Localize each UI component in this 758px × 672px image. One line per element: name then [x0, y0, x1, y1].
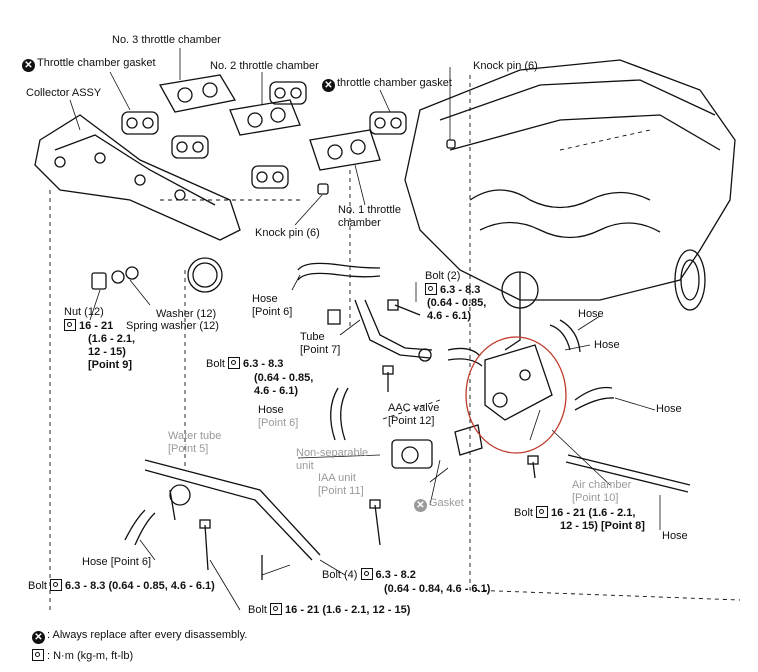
- label-tube: Tube [Point 7]: [300, 331, 341, 356]
- label-hose-point6-mid: Hose [Point 6]: [258, 404, 299, 429]
- label-bolt-right: Bolt 16 - 21 (1.6 - 2.1,: [514, 506, 636, 519]
- label-iaa-unit: IAA unit [Point 11]: [318, 472, 364, 497]
- label-aac-valve: AAC valve [Point 12]: [388, 402, 440, 427]
- label-non-separable: Non-separable unit: [296, 447, 369, 472]
- label-bolt4: Bolt (4) 6.3 - 8.2: [322, 568, 416, 581]
- replace-x-icon: ✕: [32, 631, 45, 644]
- label-throttle-gasket-right: ✕throttle chamber gasket: [322, 77, 452, 92]
- label-throttle-gasket-left: ✕Throttle chamber gasket: [22, 57, 156, 72]
- label-water-tube: Water tube [Point 5]: [168, 430, 222, 455]
- label-hose-point6-top: Hose [Point 6]: [252, 293, 293, 318]
- air-chamber-shape: [484, 344, 553, 421]
- label-knock-pin-mid: Knock pin (6): [255, 227, 320, 239]
- throttle-chambers: [158, 74, 381, 171]
- label-bolt-mid-values: (0.64 - 0.85, 4.6 - 6.1): [254, 372, 314, 397]
- label-hose-right-top: Hose: [578, 308, 604, 320]
- wrench-torque-icon: [50, 579, 63, 591]
- label-bolt-mid: Bolt 6.3 - 8.3: [206, 357, 284, 370]
- gasket-group: [121, 81, 407, 189]
- label-hose-right-lower: Hose: [656, 403, 682, 415]
- label-nut: Nut (12) 16 - 21 (1.6 - 2.1, 12 - 15) [P…: [64, 306, 136, 371]
- wrench-torque-icon: [536, 506, 549, 518]
- label-bolt-left: Bolt 6.3 - 8.3 (0.64 - 0.85, 4.6 - 6.1): [28, 579, 215, 592]
- label-no3-throttle-chamber: No. 3 throttle chamber: [112, 34, 221, 46]
- engine-block-outline: [404, 59, 736, 301]
- label-washer: Washer (12): [156, 308, 217, 320]
- wrench-torque-icon: [32, 649, 44, 661]
- label-bolt2: Bolt (2) 6.3 - 8.3 (0.64 - 0.85, 4.6 - 6…: [425, 270, 487, 322]
- label-collector-assy: Collector ASSY: [26, 87, 102, 99]
- highlight-circle: [465, 336, 567, 454]
- wrench-torque-icon: [270, 603, 283, 615]
- collector-assy-shape: [34, 114, 241, 241]
- label-no2-throttle-chamber: No. 2 throttle chamber: [210, 60, 319, 72]
- label-bolt-bottom: Bolt 16 - 21 (1.6 - 2.1, 12 - 15): [248, 603, 411, 616]
- replace-x-icon: ✕: [322, 79, 335, 92]
- label-air-chamber: Air chamber [Point 10]: [572, 479, 632, 504]
- wrench-torque-icon: [64, 319, 76, 331]
- label-spring-washer: Spring washer (12): [126, 320, 219, 332]
- label-gasket: ✕Gasket: [414, 497, 464, 512]
- label-bolt-right-values: 12 - 15) [Point 8]: [560, 520, 645, 532]
- label-knock-pin-top: Knock pin (6): [473, 60, 538, 72]
- legend-torque: : N·m (kg-m, ft-lb): [32, 649, 133, 663]
- label-hose-point6-bottom: Hose [Point 6]: [82, 556, 152, 568]
- replace-x-icon: ✕: [414, 499, 427, 512]
- label-hose-right-mid: Hose: [594, 339, 620, 351]
- label-bolt4-values: (0.64 - 0.84, 4.6 - 6.1): [384, 583, 491, 595]
- wrench-torque-icon: [228, 357, 241, 369]
- legend-replace: ✕: Always replace after every disassembl…: [32, 629, 247, 644]
- replace-x-icon: ✕: [22, 59, 35, 72]
- wrench-torque-icon: [360, 568, 373, 580]
- wrench-torque-icon: [425, 283, 437, 295]
- label-no1-throttle-chamber: No. 1 throttle chamber: [338, 204, 401, 229]
- label-hose-bottom-right: Hose: [662, 530, 688, 542]
